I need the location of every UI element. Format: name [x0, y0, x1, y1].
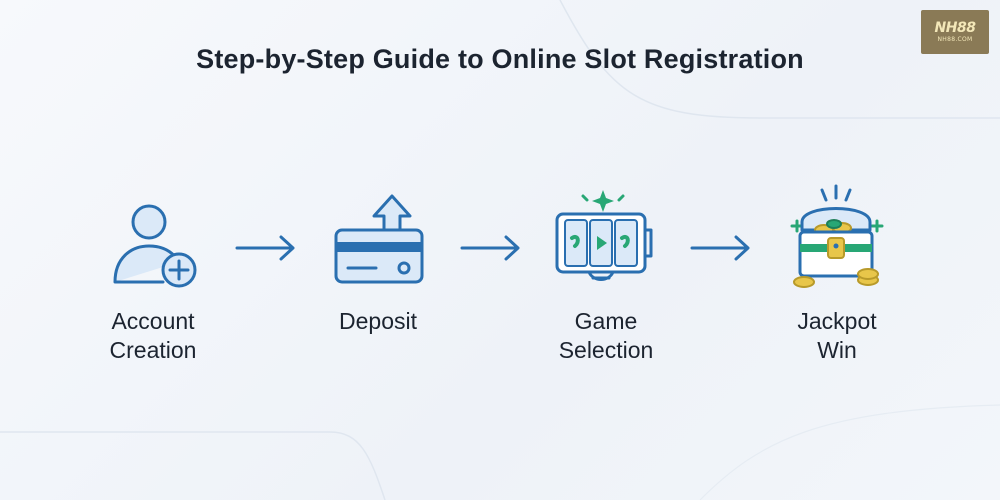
- brand-logo: NH88 NH88.COM: [921, 10, 989, 54]
- step-label-game-selection: Game Selection: [558, 308, 654, 363]
- logo-text: NH88: [934, 20, 976, 36]
- arrow-right-icon: [235, 235, 295, 261]
- arrow-right-icon: [690, 235, 750, 261]
- page-title: Step-by-Step Guide to Online Slot Regist…: [196, 44, 804, 74]
- step-label-deposit: Deposit: [339, 308, 417, 334]
- logo-subtext: NH88.COM: [937, 36, 973, 43]
- slot-machine-icon: [555, 190, 653, 281]
- step-label-account-creation: Account Creation: [109, 308, 197, 363]
- step-label-jackpot-win: Jackpot Win: [797, 308, 877, 363]
- card-deposit-icon: [334, 194, 424, 284]
- arrow-right-icon: [460, 235, 520, 261]
- user-add-icon: [113, 204, 197, 288]
- treasure-chest-icon: [790, 184, 884, 288]
